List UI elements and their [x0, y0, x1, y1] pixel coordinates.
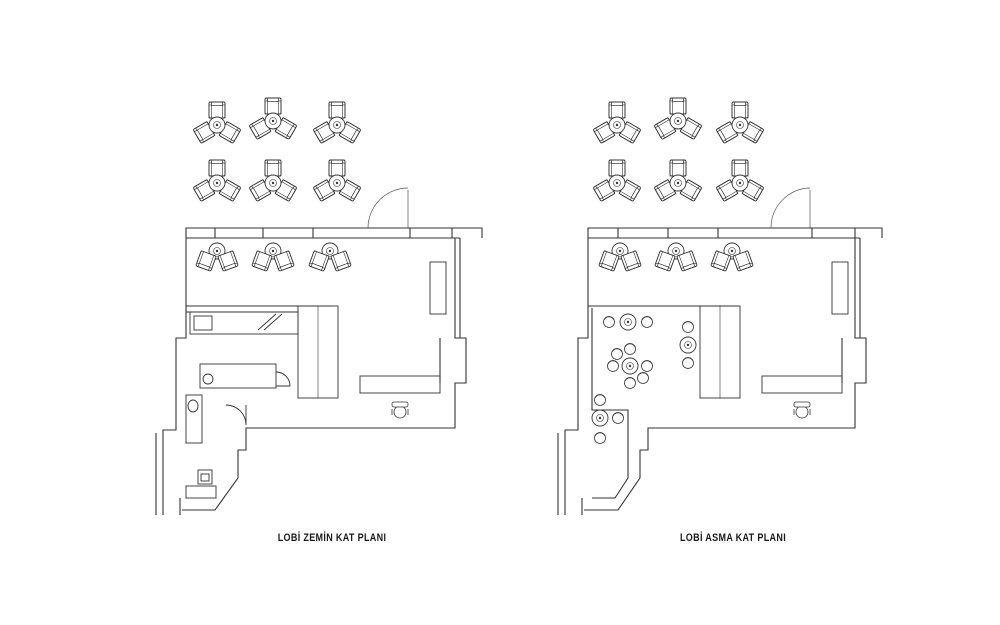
reception-chair: [391, 401, 409, 419]
reception-desk: [359, 375, 441, 394]
mezzanine-plan-caption: LOBİ ASMA KAT PLANI: [679, 532, 787, 544]
wc-room: [185, 363, 291, 499]
reception-chair: [793, 401, 811, 419]
staircase: [297, 305, 339, 399]
mezzanine-floor-plan: [557, 98, 883, 515]
walls: [557, 227, 883, 515]
entrance-door: [770, 187, 811, 229]
wall-cabinet: [429, 261, 447, 315]
ground-floor-plan: [155, 98, 483, 515]
lobby-seating: [196, 243, 352, 271]
walls: [155, 227, 483, 515]
wall-cabinet: [831, 261, 849, 315]
staircase: [699, 305, 741, 399]
mezzanine-seating: [591, 313, 697, 444]
outdoor-seating: [193, 98, 361, 201]
outdoor-seating: [593, 98, 764, 201]
kitchenette: [189, 311, 299, 335]
entrance-door: [367, 187, 409, 229]
ground-floor-plan-caption: LOBİ ZEMİN KAT PLANI: [277, 532, 387, 544]
lobby-seating: [599, 243, 754, 271]
reception-desk: [761, 375, 843, 394]
